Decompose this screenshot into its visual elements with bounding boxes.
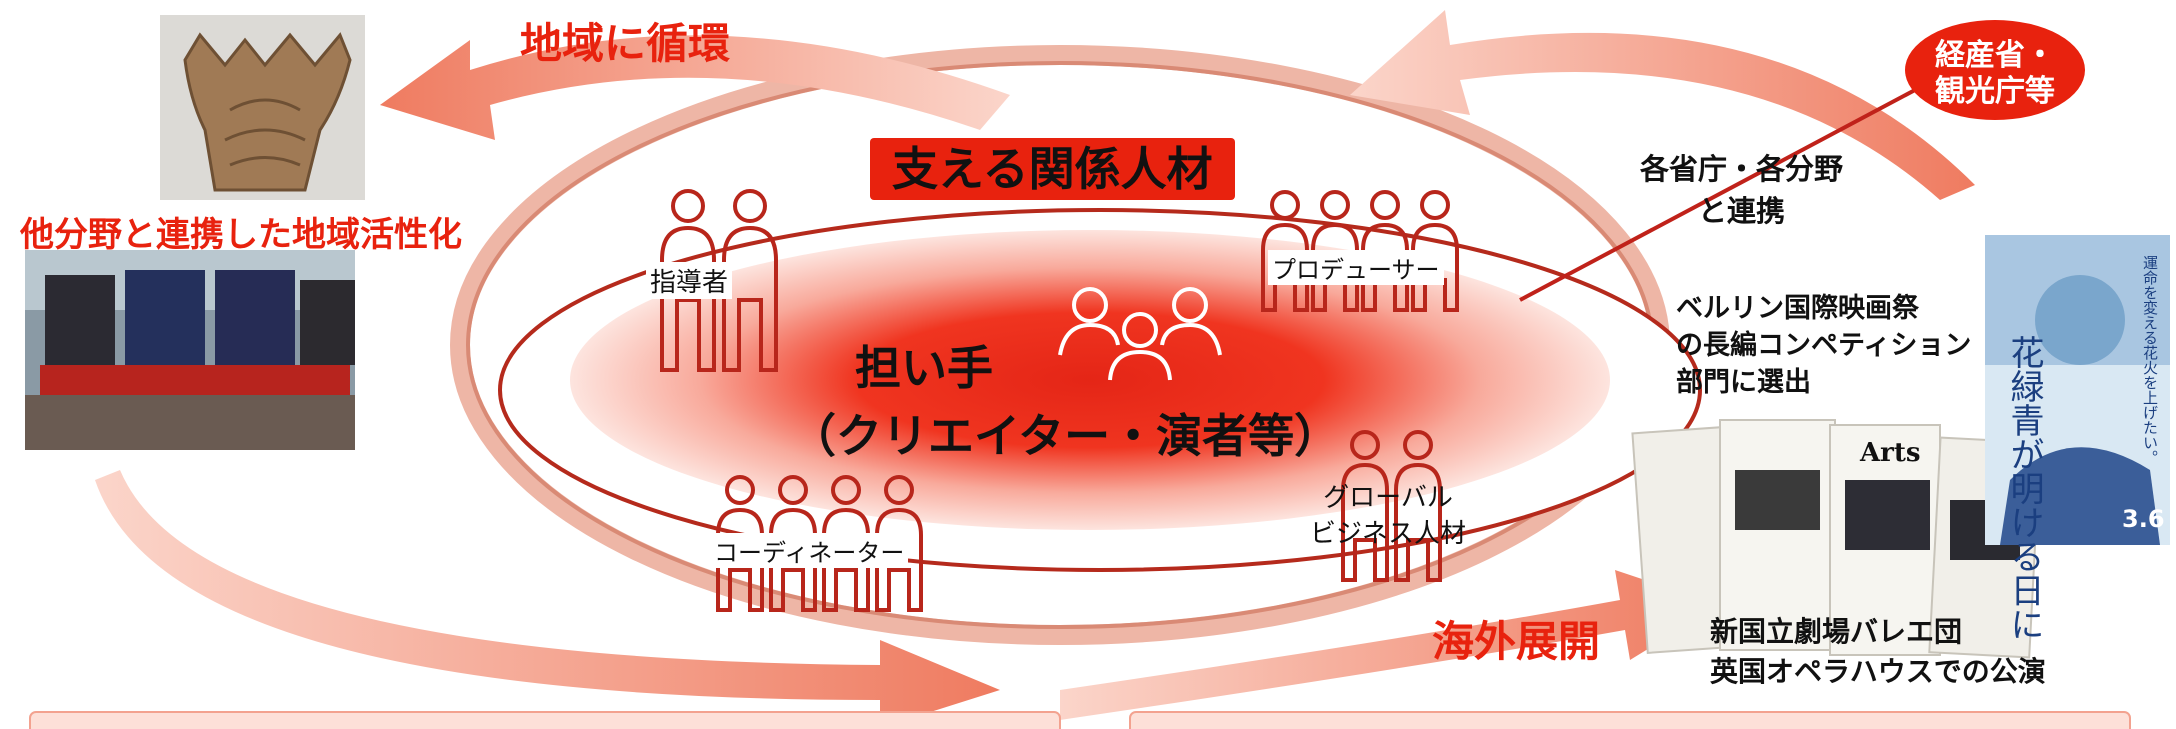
left-caption: 他分野と連携した地域活性化 <box>20 215 462 255</box>
ministry-badge-line1: 経産省・ <box>1935 38 2055 73</box>
newspaper-arts-heading: Arts <box>1860 438 1921 468</box>
global-business-label: グローバル ビジネス人材 <box>1310 480 1466 552</box>
bottom-band-left <box>29 711 1061 729</box>
ballet-line1: 新国立劇場バレエ団 <box>1710 615 1963 648</box>
support-banner-label: 支える関係人材 <box>892 142 1213 196</box>
collab-label: 各省庁・各分野 と連携 <box>1640 148 1843 232</box>
jomon-pottery-photo <box>160 15 365 200</box>
center-title-line1: 担い手 <box>855 341 993 395</box>
support-banner: 支える関係人材 <box>870 138 1235 200</box>
ministry-badge <box>1905 20 2085 120</box>
regional-cycle-arrow <box>380 35 1010 140</box>
coordinator-label: コーディネーター <box>710 533 909 568</box>
berlin-line3: 部門に選出 <box>1676 367 1811 398</box>
ministry-badge-line2: 観光庁等 <box>1935 74 2055 109</box>
festival-floats-photo <box>25 250 355 450</box>
poster-date: 3.6 <box>2122 505 2165 533</box>
berlin-line2: の長編コンペティション <box>1676 330 1972 361</box>
collab-line1: 各省庁・各分野 <box>1640 152 1844 186</box>
ministry-connector-line <box>1519 88 1916 302</box>
global-label-line1: グローバル <box>1323 483 1453 513</box>
overseas-label: 海外展開 <box>1432 617 1601 666</box>
ministry-badge-text: 経産省・ 観光庁等 <box>1935 38 2055 110</box>
instructor-label: 指導者 <box>646 262 733 299</box>
bottom-band-right <box>1129 711 2131 729</box>
global-business-people-icon <box>1341 430 1442 582</box>
poster-title: 花緑青が明ける日に <box>2004 335 2044 641</box>
newspaper-collage <box>1631 419 2042 659</box>
ministry-arrow <box>1350 10 1975 200</box>
inner-glow <box>570 230 1610 530</box>
coordinator-people-icon <box>716 475 923 612</box>
global-label-line2: ビジネス人材 <box>1310 519 1467 549</box>
berlin-label: ベルリン国際映画祭 の長編コンペティション 部門に選出 <box>1676 290 1971 401</box>
instructor-people-icon <box>660 189 778 372</box>
berlin-line1: ベルリン国際映画祭 <box>1676 293 1919 324</box>
producer-people-icon <box>1261 190 1459 312</box>
center-title-line2: （クリエイター・演者等） <box>790 409 1341 463</box>
regional-cycle-label: 地域に循環 <box>520 19 731 68</box>
producer-label: プロデューサー <box>1268 250 1444 285</box>
collab-line2: と連携 <box>1698 194 1786 228</box>
left-lower-arrow <box>95 470 1000 728</box>
anime-film-poster <box>1985 235 2170 545</box>
creators-group-icon <box>1058 287 1222 381</box>
poster-tagline: 運命を変える花火を上げたい。 <box>2141 255 2159 465</box>
ballet-label: 新国立劇場バレエ団 英国オペラハウスでの公演 <box>1710 612 2046 692</box>
overseas-arrow <box>1060 570 1720 720</box>
ballet-line2: 英国オペラハウスでの公演 <box>1710 655 2046 688</box>
